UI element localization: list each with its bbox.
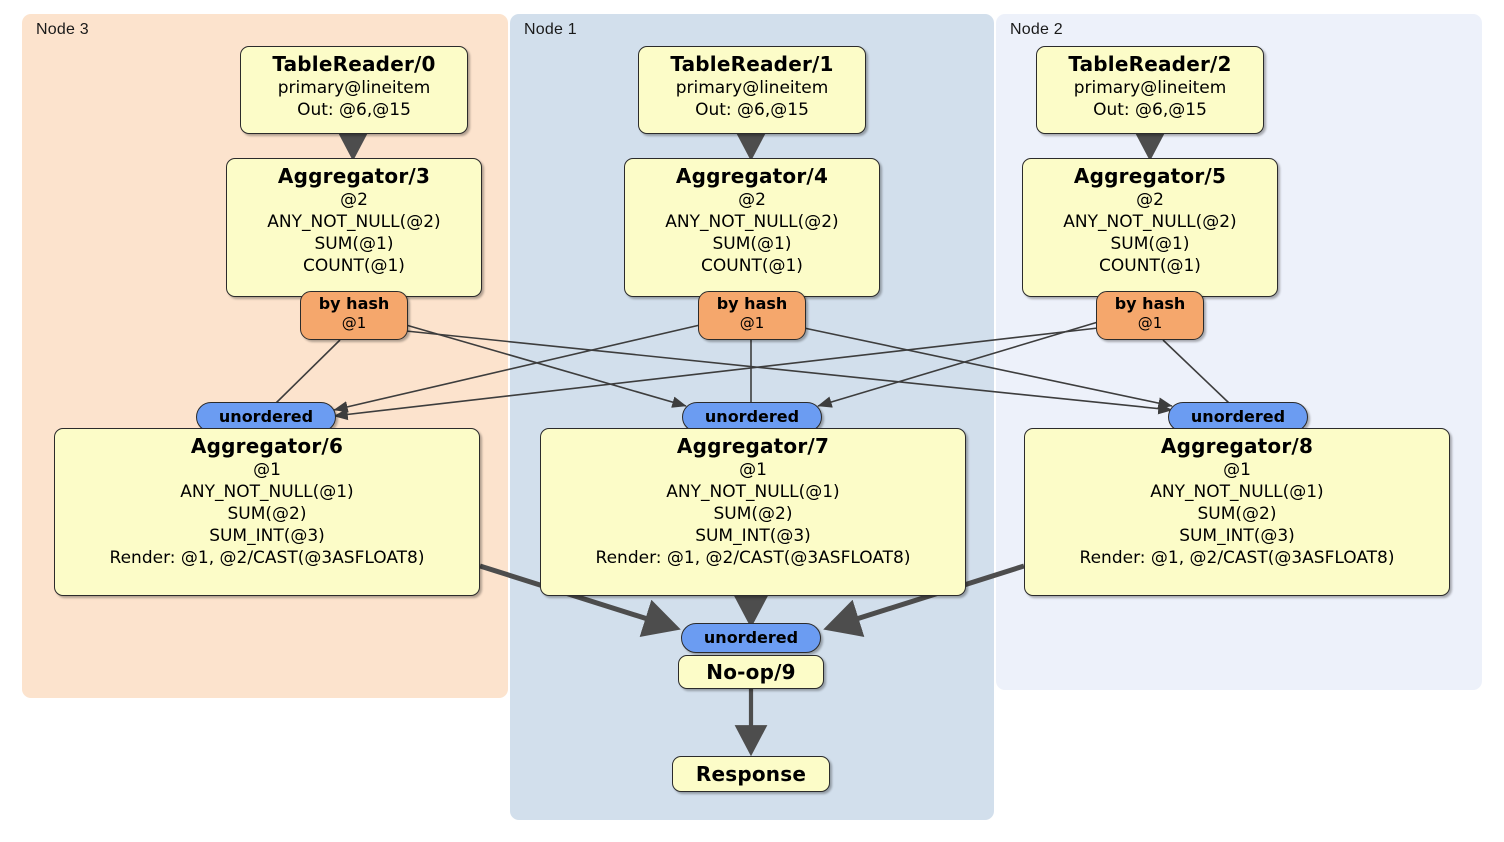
processor-title: Aggregator/5: [1073, 164, 1227, 188]
processor-detail: Render: @1, @2/CAST(@3ASFLOAT8): [595, 548, 911, 568]
processor-aggregator-6[interactable]: Aggregator/6 @1 ANY_NOT_NULL(@1) SUM(@2)…: [54, 428, 480, 596]
router-kind-label: by hash: [716, 294, 788, 313]
processor-detail: ANY_NOT_NULL(@1): [1150, 482, 1324, 502]
processor-title: No-op/9: [706, 659, 796, 684]
processor-aggregator-5[interactable]: Aggregator/5 @2 ANY_NOT_NULL(@2) SUM(@1)…: [1022, 158, 1278, 297]
processor-title: TableReader/2: [1068, 52, 1232, 76]
processor-detail: SUM_INT(@3): [695, 526, 811, 546]
router-kind-label: by hash: [318, 294, 390, 313]
processor-aggregator-7[interactable]: Aggregator/7 @1 ANY_NOT_NULL(@1) SUM(@2)…: [540, 428, 966, 596]
processor-tablereader-2[interactable]: TableReader/2 primary@lineitem Out: @6,@…: [1036, 46, 1264, 134]
processor-detail: Out: @6,@15: [1093, 100, 1207, 120]
processor-detail: SUM(@1): [1110, 234, 1190, 254]
processor-detail: @1: [253, 460, 281, 480]
processor-title: Response: [695, 761, 807, 786]
processor-tablereader-0[interactable]: TableReader/0 primary@lineitem Out: @6,@…: [240, 46, 468, 134]
router-kind-label: by hash: [1114, 294, 1186, 313]
processor-aggregator-3[interactable]: Aggregator/3 @2 ANY_NOT_NULL(@2) SUM(@1)…: [226, 158, 482, 297]
edge-hash2-unordered-mid: [817, 321, 1099, 408]
processor-detail: COUNT(@1): [1099, 256, 1201, 276]
region-node-1-label: Node 1: [524, 21, 577, 38]
router-unordered-left[interactable]: unordered: [196, 402, 336, 432]
processor-title: Aggregator/6: [190, 434, 344, 458]
router-unordered-mid[interactable]: unordered: [682, 402, 822, 432]
processor-detail: ANY_NOT_NULL(@2): [665, 212, 839, 232]
edge-hash2-unordered-left: [333, 327, 1099, 421]
processor-response[interactable]: Response: [672, 756, 830, 792]
edge-hash0-unordered-left: [275, 339, 341, 404]
router-by-hash-2[interactable]: by hash @1: [1096, 291, 1204, 340]
edge-hash0-unordered-mid: [405, 324, 687, 408]
router-column-label: @1: [341, 314, 367, 332]
processor-detail: Render: @1, @2/CAST(@3ASFLOAT8): [1079, 548, 1395, 568]
router-by-hash-0[interactable]: by hash @1: [300, 291, 408, 340]
router-kind-label: unordered: [704, 407, 800, 426]
processor-noop-9[interactable]: No-op/9: [678, 655, 824, 689]
edge-hash1-unordered-right: [803, 327, 1173, 409]
processor-detail: COUNT(@1): [701, 256, 803, 276]
processor-aggregator-4[interactable]: Aggregator/4 @2 ANY_NOT_NULL(@2) SUM(@1)…: [624, 158, 880, 297]
processor-detail: Render: @1, @2/CAST(@3ASFLOAT8): [109, 548, 425, 568]
edge-aggregator6-unordered-final: [479, 563, 681, 637]
router-unordered-final[interactable]: unordered: [681, 623, 821, 653]
router-kind-label: unordered: [1190, 407, 1286, 426]
processor-detail: SUM(@2): [1197, 504, 1277, 524]
processor-title: Aggregator/8: [1160, 434, 1314, 458]
processor-detail: SUM(@1): [314, 234, 394, 254]
processor-detail: SUM(@1): [712, 234, 792, 254]
processor-detail: @1: [1223, 460, 1251, 480]
processor-detail: @2: [738, 190, 766, 210]
edge-hash1-unordered-left: [333, 324, 701, 413]
processor-detail: @2: [1136, 190, 1164, 210]
processor-title: TableReader/1: [670, 52, 834, 76]
router-column-label: @1: [739, 314, 765, 332]
region-node-3-label: Node 3: [36, 21, 89, 38]
processor-title: TableReader/0: [272, 52, 436, 76]
processor-detail: ANY_NOT_NULL(@1): [180, 482, 354, 502]
processor-detail: Out: @6,@15: [297, 100, 411, 120]
processor-detail: primary@lineitem: [1073, 78, 1227, 98]
processor-detail: SUM(@2): [713, 504, 793, 524]
router-column-label: @1: [1137, 314, 1163, 332]
processor-detail: SUM_INT(@3): [1179, 526, 1295, 546]
edge-hash2-unordered-right: [1162, 339, 1230, 404]
processor-detail: Out: @6,@15: [695, 100, 809, 120]
processor-detail: ANY_NOT_NULL(@2): [1063, 212, 1237, 232]
processor-detail: ANY_NOT_NULL(@2): [267, 212, 441, 232]
processor-title: Aggregator/4: [675, 164, 829, 188]
router-kind-label: unordered: [703, 628, 799, 647]
processor-detail: primary@lineitem: [277, 78, 431, 98]
router-by-hash-1[interactable]: by hash @1: [698, 291, 806, 340]
processor-tablereader-1[interactable]: TableReader/1 primary@lineitem Out: @6,@…: [638, 46, 866, 134]
processor-detail: @2: [340, 190, 368, 210]
processor-detail: ANY_NOT_NULL(@1): [666, 482, 840, 502]
processor-title: Aggregator/3: [277, 164, 431, 188]
processor-aggregator-8[interactable]: Aggregator/8 @1 ANY_NOT_NULL(@1) SUM(@2)…: [1024, 428, 1450, 596]
edge-aggregator8-unordered-final: [823, 563, 1025, 637]
processor-detail: SUM(@2): [227, 504, 307, 524]
region-node-2-label: Node 2: [1010, 21, 1063, 38]
processor-detail: SUM_INT(@3): [209, 526, 325, 546]
processor-title: Aggregator/7: [676, 434, 830, 458]
processor-detail: COUNT(@1): [303, 256, 405, 276]
edge-hash0-unordered-right: [405, 330, 1173, 415]
processor-detail: @1: [739, 460, 767, 480]
router-kind-label: unordered: [218, 407, 314, 426]
processor-detail: primary@lineitem: [675, 78, 829, 98]
